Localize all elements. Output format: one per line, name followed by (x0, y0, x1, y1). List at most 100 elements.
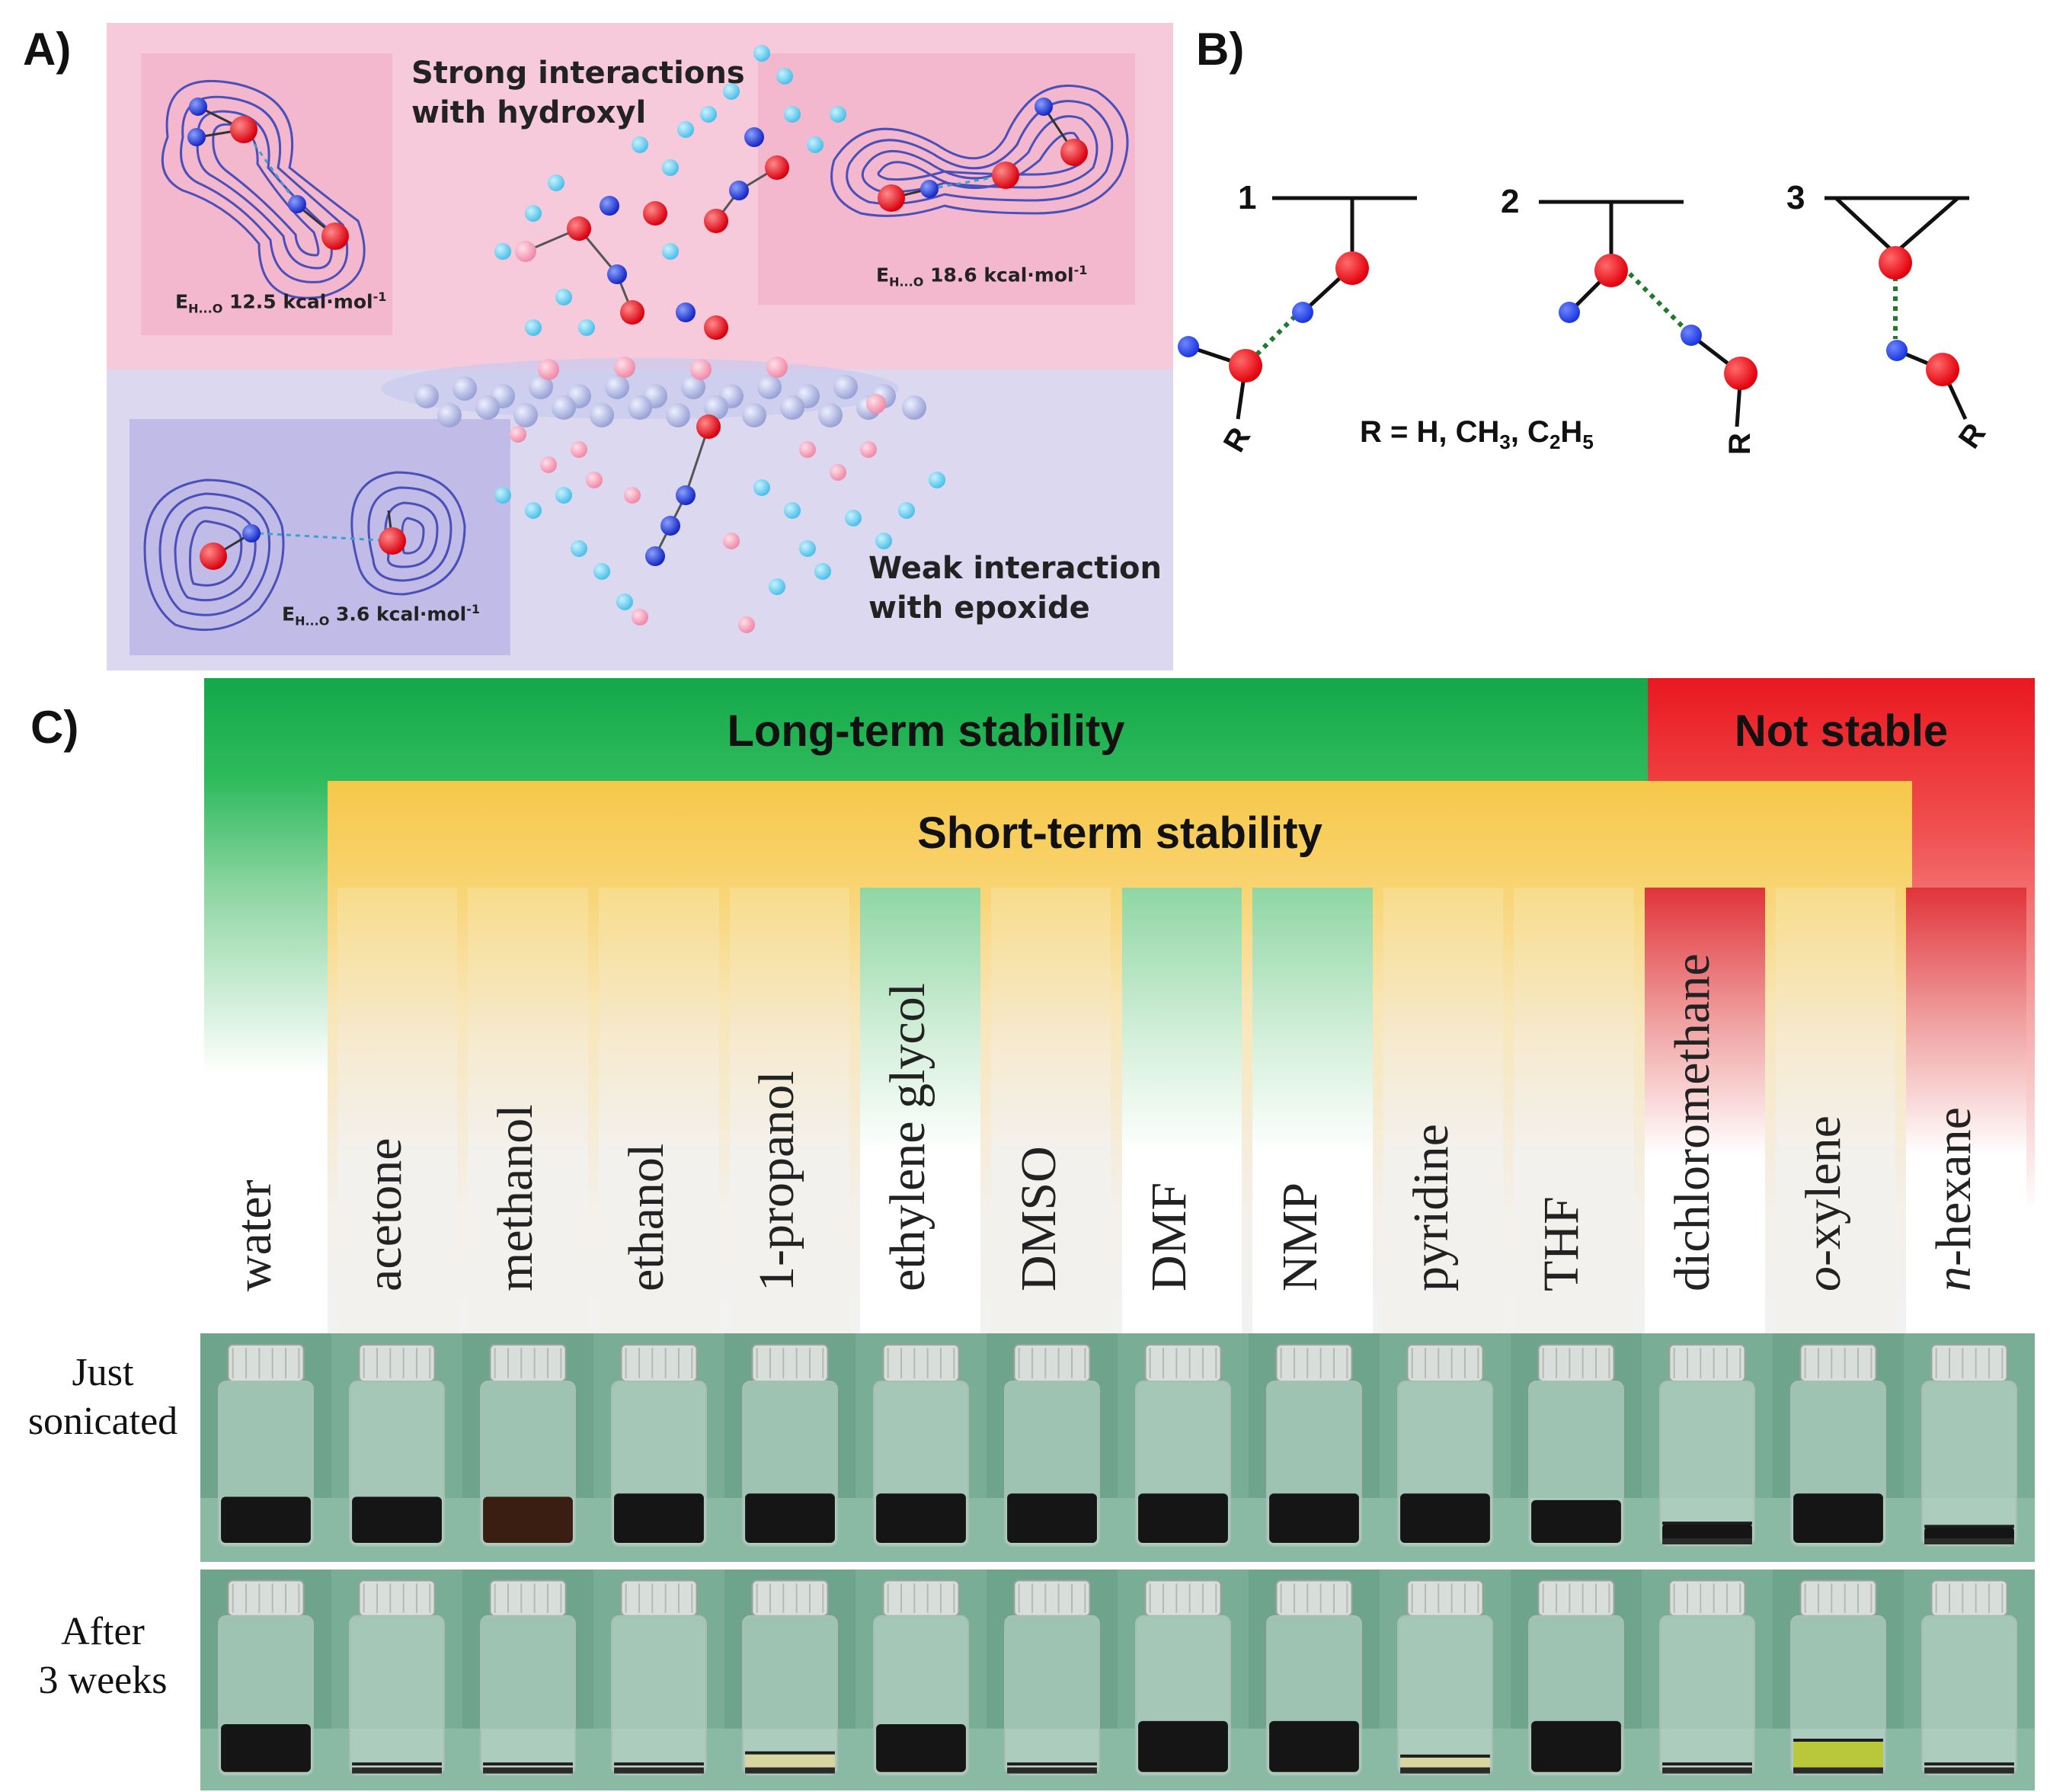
row-label-just-sonicated: Just sonicated (8, 1349, 198, 1446)
solvent-name: THF (1533, 1196, 1591, 1291)
solvent-name-text: NMP (1271, 1182, 1328, 1291)
photo-strip-after-3-weeks (200, 1570, 2035, 1790)
vial-just-sonicated (855, 1333, 987, 1562)
row-label-just-line2: sonicated (27, 1400, 178, 1443)
row-label-after-line1: After (61, 1610, 145, 1653)
solvent-column: methanol (468, 888, 588, 1333)
solvent-column: dichloromethane (1645, 888, 1765, 1333)
vial-photo (1773, 1333, 1904, 1562)
vial-photo (1511, 1570, 1642, 1790)
vial-after-3-weeks (331, 1570, 462, 1790)
energy-subscript: H...O (889, 274, 924, 290)
vial-photo (1904, 1333, 2035, 1562)
solvent-name: o-xylene (1795, 1115, 1853, 1291)
vial-just-sonicated (1773, 1333, 1904, 1562)
solvent-name-italic-prefix: o (1795, 1266, 1851, 1291)
solvent-column: DMSO (990, 888, 1111, 1333)
vial-after-3-weeks (1118, 1570, 1249, 1790)
panel-a-letter: A) (23, 24, 72, 75)
vial-photo (1380, 1570, 1511, 1790)
long-term-label: Long-term stability (727, 706, 1125, 756)
vial-just-sonicated (1118, 1333, 1249, 1562)
vial-photo (855, 1570, 987, 1790)
vial-photo (1773, 1570, 1904, 1790)
vial-just-sonicated (1642, 1333, 1773, 1562)
vial-just-sonicated (331, 1333, 462, 1562)
vial-photo (724, 1333, 855, 1562)
vial-after-3-weeks (1904, 1570, 2035, 1790)
energy-label-3: EH...O 3.6 kcal·mol-1 (282, 602, 480, 628)
vial-photo (462, 1570, 593, 1790)
vial-just-sonicated (1249, 1333, 1380, 1562)
photo-strip-just-sonicated (200, 1333, 2035, 1562)
weak-interaction-line2: with epoxide (868, 590, 1090, 626)
solvent-column: pyridine (1383, 888, 1504, 1333)
vial-after-3-weeks (593, 1570, 724, 1790)
solvent-name: 1-propanol (748, 1070, 806, 1291)
r-def-sub3: 5 (1582, 430, 1594, 453)
solvent-column: ethylene glycol (860, 888, 980, 1333)
vial-after-3-weeks (1249, 1570, 1380, 1790)
solvent-name: NMP (1271, 1182, 1329, 1291)
row-label-after-3-weeks: After 3 weeks (8, 1608, 198, 1705)
vial-photo (987, 1570, 1118, 1790)
energy-value: 18.6 kcal·mol (923, 264, 1074, 286)
solvent-column: n-hexane (1906, 888, 2026, 1333)
vial-photo (1118, 1333, 1249, 1562)
vial-photo (593, 1570, 724, 1790)
vial-photo (331, 1333, 462, 1562)
solvent-column: 1-propanol (729, 888, 850, 1333)
solvent-name: n-hexane (1925, 1107, 1983, 1291)
solvent-name: acetone (356, 1138, 414, 1291)
vial-after-3-weeks (987, 1570, 1118, 1790)
vial-photo (331, 1570, 462, 1790)
solvent-column: acetone (337, 888, 458, 1333)
energy-subscript: H...O (188, 301, 223, 316)
solvent-name-text: -hexane (1926, 1107, 1982, 1266)
solvent-name-text: methanol (488, 1104, 544, 1291)
solvent-name: dichloromethane (1664, 953, 1722, 1291)
energy-value: 12.5 kcal·mol (222, 290, 373, 313)
solvent-name-text: pyridine (1402, 1124, 1459, 1291)
energy-superscript: -1 (1073, 263, 1088, 277)
vial-just-sonicated (1904, 1333, 2035, 1562)
energy-superscript: -1 (466, 602, 480, 616)
vial-photo (462, 1333, 593, 1562)
solvent-column: DMF (1121, 888, 1242, 1333)
solvent-name: DMF (1140, 1182, 1198, 1291)
panel-b-figure: 1 2 3 R R R R = H, CH3, C2H5 (1166, 137, 2034, 495)
strong-interaction-label: Strong interactions with hydroxyl (411, 53, 745, 133)
vial-photo (1904, 1570, 2035, 1790)
solvent-name-text: DMSO (1010, 1146, 1067, 1291)
r-def-sub1: 3 (1499, 430, 1511, 453)
solvent-column: ethanol (598, 888, 719, 1333)
solvent-name-text: ethanol (618, 1143, 674, 1291)
vial-photo (1118, 1570, 1249, 1790)
config-number-3: 3 (1786, 179, 1805, 216)
solvent-name-text: DMF (1141, 1182, 1198, 1291)
energy-label-1: EH...O 12.5 kcal·mol-1 (175, 290, 386, 315)
vial-photo (1642, 1333, 1773, 1562)
vial-just-sonicated (1380, 1333, 1511, 1562)
vial-after-3-weeks (200, 1570, 331, 1790)
vial-just-sonicated (1511, 1333, 1642, 1562)
r-def-sub2: 2 (1549, 430, 1561, 453)
solvent-column: o-xylene (1775, 888, 1896, 1333)
hbond-configurations-diagram (1178, 196, 1969, 427)
vial-after-3-weeks (1511, 1570, 1642, 1790)
vial-photo (1249, 1570, 1380, 1790)
row-label-after-line2: 3 weeks (38, 1659, 168, 1702)
not-stable-label: Not stable (1734, 706, 1949, 756)
vial-after-3-weeks (855, 1570, 987, 1790)
energy-superscript: -1 (373, 290, 387, 304)
panel-c-letter: C) (30, 702, 79, 753)
vial-photo (1642, 1570, 1773, 1790)
vial-photo (1380, 1333, 1511, 1562)
r-def-part3: H (1560, 415, 1583, 449)
vial-photo (593, 1333, 724, 1562)
solvent-name-text: dichloromethane (1664, 953, 1720, 1291)
vial-just-sonicated (593, 1333, 724, 1562)
vial-after-3-weeks (1773, 1570, 1904, 1790)
vial-photo (1511, 1333, 1642, 1562)
energy-prefix: E (282, 603, 296, 626)
